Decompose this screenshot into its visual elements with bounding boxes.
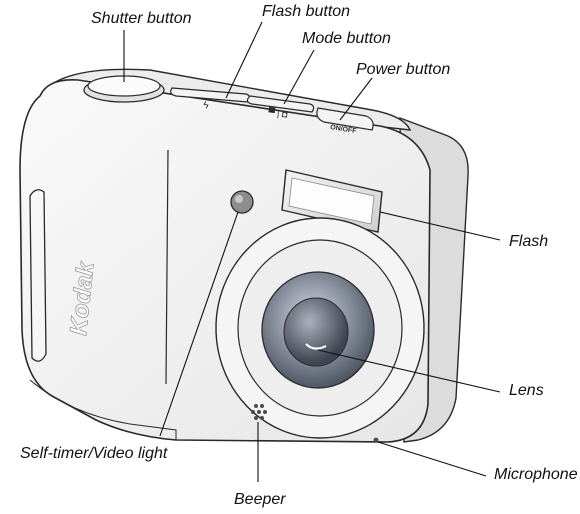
self-timer-light-shape [230, 190, 254, 214]
leader-flash-button [225, 21, 263, 99]
leader-microphone [377, 441, 487, 477]
label-shutter-button: Shutter button [91, 10, 192, 27]
beeper-grille [251, 404, 267, 420]
leader-flash [379, 211, 501, 241]
label-mode-button: Mode button [302, 30, 391, 47]
microphone-hole [373, 437, 379, 443]
leader-lines [123, 21, 501, 482]
body-seam-line [165, 149, 169, 385]
power-switch-marking: ON/OFF [330, 124, 358, 135]
label-flash: Flash [509, 233, 549, 250]
side-grip [29, 189, 47, 362]
label-power-button: Power button [356, 61, 451, 78]
mode-symbols: ▀ | ◘ [268, 106, 289, 120]
lens-glass [283, 297, 349, 367]
body-bottom-edge [29, 379, 177, 440]
leader-power-button [339, 77, 373, 121]
label-beeper: Beeper [234, 491, 286, 508]
mode-button-shape [246, 95, 315, 113]
flash-symbol: ϟ [203, 100, 210, 112]
label-self-timer: Self-timer/Video light [20, 445, 168, 462]
label-flash-button: Flash button [262, 3, 351, 20]
leader-mode-button [283, 49, 315, 105]
leader-self-timer [159, 211, 239, 437]
label-microphone: Microphone [494, 466, 578, 483]
shutter-button-shape [83, 75, 165, 103]
lens-highlight [305, 343, 327, 350]
leader-lens [317, 349, 501, 393]
power-button-shape [316, 107, 374, 131]
flash-window-shape [281, 169, 383, 233]
label-lens: Lens [509, 382, 544, 399]
